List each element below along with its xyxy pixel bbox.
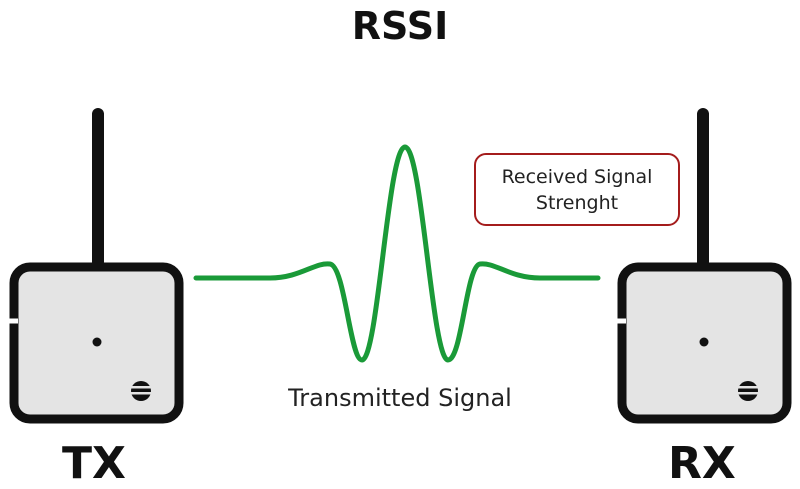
indicator-dot-icon [699,337,709,347]
rx-device [617,108,792,424]
tx-label: TX [62,438,126,489]
striped-ball-icon [736,381,760,401]
signal-waveform [193,144,601,363]
rssi-callout: Received Signal Strenght [474,153,680,226]
diagram-title: RSSI [351,4,449,48]
rx-label: RX [668,438,736,489]
indicator-dot-icon [92,337,102,347]
signal-caption: Transmitted Signal [288,384,512,412]
tx-device [9,108,184,424]
striped-ball-icon [129,381,153,401]
